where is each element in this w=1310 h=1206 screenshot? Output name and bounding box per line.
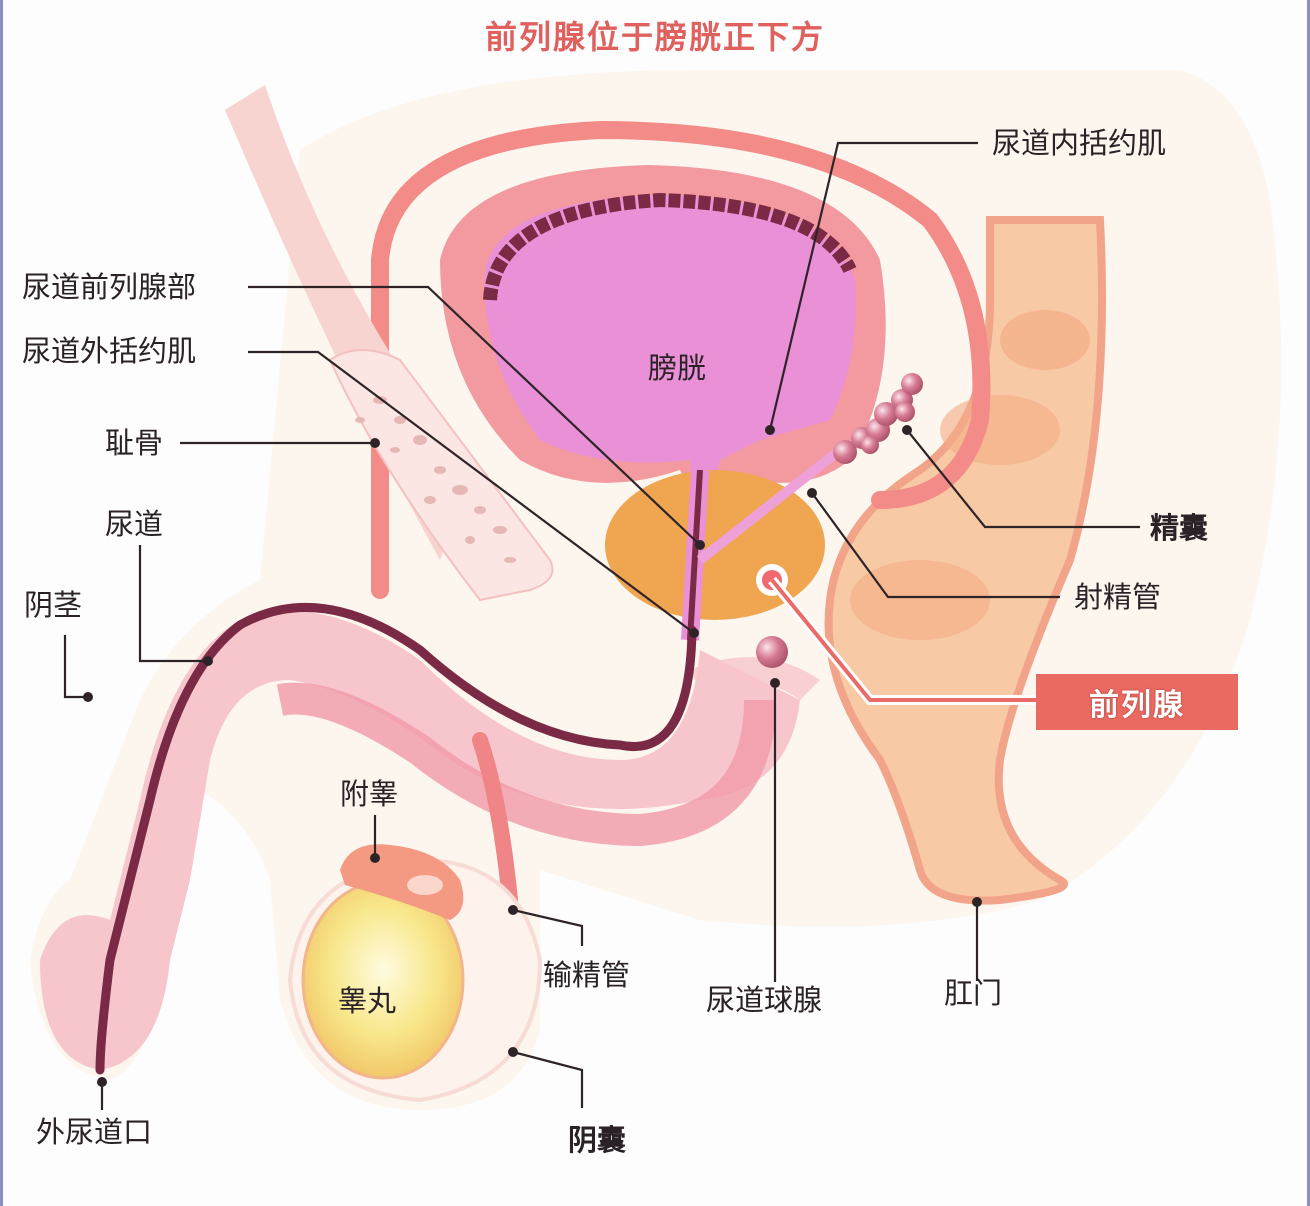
- label-scrotum: 阴囊: [568, 1123, 627, 1157]
- label-anus: 肛门: [944, 976, 1003, 1010]
- label-epididymis: 附睾: [340, 777, 399, 811]
- label-testis: 睾丸: [338, 984, 397, 1018]
- label-prostatic-urethra: 尿道前列腺部: [22, 270, 197, 304]
- diagram-title: 前列腺位于膀胱正下方: [484, 18, 825, 56]
- peritoneum: [371, 120, 991, 599]
- label-pubic-bone: 耻骨: [105, 426, 164, 460]
- label-external-urethral-orifice: 外尿道口: [36, 1115, 153, 1149]
- label-ejaculatory-duct: 射精管: [1074, 580, 1162, 614]
- label-prostate-highlight: 前列腺: [1036, 674, 1238, 730]
- urethra-line: [95, 602, 697, 1075]
- seminal-vesicles: [833, 373, 923, 464]
- label-bulbourethral-gland: 尿道球腺: [706, 983, 823, 1017]
- label-bladder: 膀胱: [648, 351, 707, 385]
- label-urethra: 尿道: [105, 507, 164, 541]
- ejaculatory-duct-shape: [696, 446, 844, 564]
- label-internal-sphincter: 尿道内括约肌: [992, 126, 1167, 160]
- epididymis-shape: [340, 844, 464, 920]
- bladder-lumen: [484, 195, 856, 560]
- label-seminal-vesicle: 精囊: [1150, 511, 1209, 545]
- label-penis: 阴茎: [24, 588, 83, 622]
- corpus-spongiosum: [276, 682, 776, 847]
- label-external-sphincter: 尿道外括约肌: [22, 334, 197, 368]
- penis-shaft: [40, 611, 800, 1070]
- label-vas-deferens: 输精管: [543, 958, 631, 992]
